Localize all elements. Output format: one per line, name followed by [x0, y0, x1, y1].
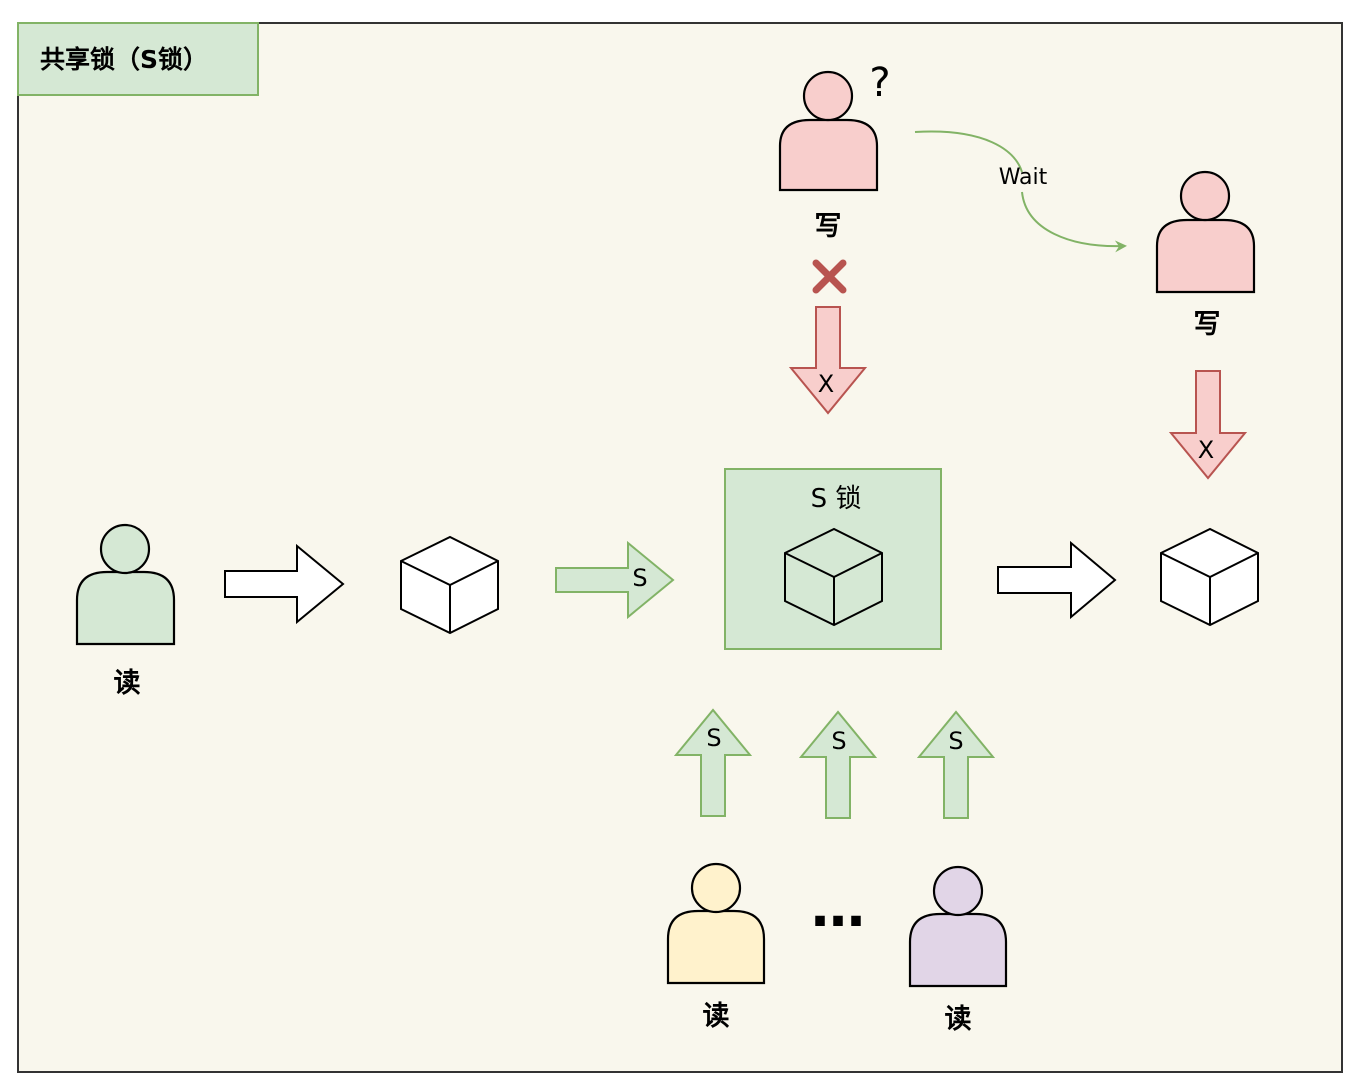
writer-right-icon: [1155, 170, 1256, 294]
diagram-frame: [17, 22, 1343, 1073]
title-box: 共享锁（S锁）: [17, 22, 259, 96]
reader-bottom-2-label: 读: [945, 1004, 972, 1035]
s-arrow-up-3: [916, 710, 996, 819]
x-arrow-right: [1168, 370, 1248, 480]
wait-arrow: [914, 130, 1125, 247]
resource-cube-right: [1160, 527, 1259, 627]
reader-bottom-1-label: 读: [703, 1001, 730, 1032]
s-arrow-right: [555, 540, 675, 620]
reader-left-icon: [75, 523, 176, 646]
writer-top-label: 写: [815, 211, 842, 242]
s-arrow-up-1-label: S: [706, 724, 721, 752]
s-arrow-up-3-label: S: [948, 727, 963, 755]
x-arrow-top-label: X: [818, 370, 834, 398]
hollow-arrow-right: [997, 540, 1117, 620]
x-arrow-top: [788, 306, 868, 415]
s-lock-label: S 锁: [811, 484, 862, 514]
reader-left-label: 读: [114, 668, 141, 699]
wait-label: Wait: [999, 165, 1048, 190]
s-arrow-up-1: [673, 708, 753, 817]
s-arrow-up-2-label: S: [831, 727, 846, 755]
locked-resource-cube: [784, 527, 883, 627]
reader-bottom-1-icon: [666, 862, 766, 985]
hollow-arrow-left: [224, 543, 345, 625]
writer-right-label: 写: [1194, 309, 1221, 340]
resource-cube-left: [400, 535, 499, 635]
x-arrow-right-label: X: [1198, 436, 1214, 464]
ellipsis: …: [811, 876, 865, 939]
s-arrow-up-2: [798, 710, 878, 819]
reader-bottom-2-icon: [908, 865, 1008, 988]
diagram-title: 共享锁（S锁）: [40, 45, 208, 74]
s-arrow-right-label: S: [632, 564, 647, 592]
question-mark: ?: [869, 60, 890, 106]
writer-top-icon: [778, 70, 879, 192]
blocked-x-icon: [812, 259, 847, 294]
